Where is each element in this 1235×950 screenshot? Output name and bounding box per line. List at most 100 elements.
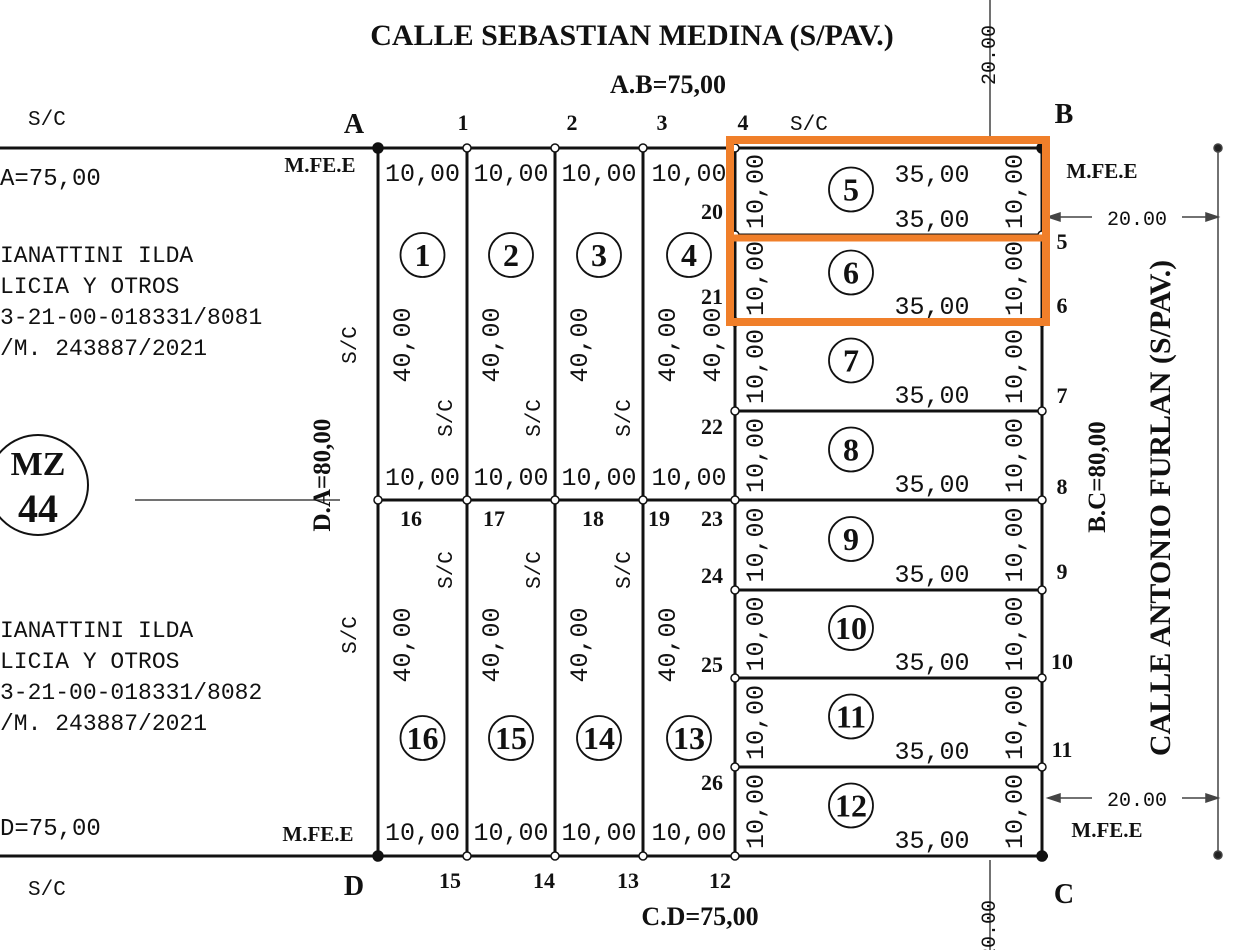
corner-d: D	[344, 871, 364, 902]
lot-number-circle	[828, 782, 874, 829]
owner-line: IANATTINI ILDA	[0, 618, 193, 644]
lot-number-circle	[828, 693, 874, 740]
vertex-marker	[1037, 406, 1047, 416]
lot-number: 2	[503, 237, 519, 273]
vertex-marker	[638, 851, 648, 861]
lot-number-circle	[828, 426, 874, 473]
point-label: 14	[533, 868, 555, 893]
lot-length-label: 35,00	[894, 649, 969, 678]
lot-number: 11	[836, 699, 866, 735]
lot-width-label: 10,00	[1001, 329, 1030, 404]
lot-width-label: 10,00	[742, 774, 771, 849]
street-width-label: 20.00	[1107, 790, 1167, 813]
point-label: 7	[1057, 383, 1068, 408]
vertex-marker	[730, 585, 740, 595]
lot-number: 13	[673, 720, 705, 756]
street-width-label: 20.00	[979, 900, 1002, 950]
owner-line: /M. 243887/2021	[0, 711, 207, 737]
mfe-label: M.FE.E	[1071, 818, 1142, 842]
vertex-marker	[462, 495, 472, 505]
lot-length-label: 35,00	[894, 382, 969, 411]
lot-number-circle	[828, 166, 874, 213]
lot-width-label: 10,00	[742, 241, 771, 316]
street-width-label: 20.00	[979, 25, 1002, 85]
owner-line: LICIA Y OTROS	[0, 274, 179, 300]
corner-c: C	[1054, 879, 1074, 910]
lot-number: 16	[407, 720, 439, 756]
lot-number: 7	[843, 343, 859, 379]
lot-length-label: 35,00	[894, 561, 969, 590]
owner-line: LICIA Y OTROS	[0, 649, 179, 675]
lot-number: 1	[415, 237, 431, 273]
point-label: 18	[582, 506, 604, 531]
left-side-top: A=75,00	[0, 166, 101, 193]
vertex-marker	[1037, 585, 1047, 595]
highlight-box	[726, 136, 1050, 326]
lot-depth-label: 40,00	[389, 607, 418, 682]
vertex-marker	[638, 143, 648, 153]
lot-width-label: 10,00	[651, 819, 726, 848]
lot-length-label: 35,00	[894, 161, 969, 190]
vertex-marker	[730, 406, 740, 416]
street-top-label: CALLE SEBASTIAN MEDINA (S/PAV.)	[370, 19, 893, 52]
point-label: 24	[701, 563, 723, 588]
point-label: 26	[701, 770, 723, 795]
vertex-marker	[730, 673, 740, 683]
point-label: 20	[701, 199, 723, 224]
lot-depth-label: 40,00	[566, 307, 595, 382]
vertex-marker	[1036, 850, 1048, 862]
lot-number-circle	[576, 715, 622, 761]
lot-length-label: 35,00	[894, 471, 969, 500]
lot-number-circle	[828, 605, 874, 651]
lot-width-label: 10,00	[385, 464, 460, 493]
point-label: 19	[648, 506, 670, 531]
lot-number-circle	[666, 232, 712, 278]
lot-width-label: 10,00	[1001, 774, 1030, 849]
lot-width-label: 10,00	[473, 464, 548, 493]
vertex-marker	[730, 762, 740, 772]
lot-number: 10	[835, 610, 867, 646]
lot-width-label: 10,00	[1001, 241, 1030, 316]
lot-width-label: 10,00	[651, 464, 726, 493]
point-label: 12	[709, 868, 731, 893]
mfe-label: M.FE.E	[282, 822, 353, 846]
point-label: 8	[1057, 474, 1068, 499]
sc-label: S/C	[524, 551, 547, 589]
point-label: 9	[1057, 559, 1068, 584]
lot-width-label: 10,00	[651, 160, 726, 189]
sc-label: S/C	[436, 399, 459, 437]
block-number: 44	[18, 486, 58, 531]
point-label: 4	[738, 110, 749, 135]
lot-number-circle	[666, 715, 712, 761]
vertex-marker	[373, 495, 383, 505]
point-label: 15	[439, 868, 461, 893]
corner-b: B	[1055, 99, 1074, 130]
point-label: 1	[458, 110, 469, 135]
lot-number-circle	[399, 232, 446, 278]
lot-length-label: 35,00	[894, 293, 969, 322]
point-label: 23	[701, 506, 723, 531]
vertex-marker	[1037, 673, 1047, 683]
lot-width-label: 10,00	[561, 464, 636, 493]
mfe-label: M.FE.E	[284, 153, 355, 177]
point-label: 22	[701, 414, 723, 439]
vertex-marker	[372, 850, 384, 862]
labels: CALLE SEBASTIAN MEDINA (S/PAV.)A.B=75,00…	[0, 19, 1177, 950]
point-label: 3	[657, 110, 668, 135]
sc-label: S/C	[28, 109, 66, 132]
sc-label: S/C	[436, 551, 459, 589]
side-da-label: D.A=80,00	[309, 419, 336, 532]
sc-label: S/C	[340, 616, 363, 654]
point-label: 6	[1057, 293, 1068, 318]
sc-label: S/C	[614, 551, 637, 589]
vertex-marker	[550, 495, 560, 505]
lot-number: 8	[843, 432, 859, 468]
lot-depth-label: 40,00	[654, 607, 683, 682]
street-width-label: 20.00	[1107, 209, 1167, 232]
side-bc-label: B.C=80,00	[1084, 421, 1111, 532]
sc-label: S/C	[524, 399, 547, 437]
lot-number: 12	[835, 788, 867, 824]
vertex-marker	[550, 851, 560, 861]
lot-width-label: 10,00	[742, 418, 771, 493]
lot-number: 15	[495, 720, 527, 756]
